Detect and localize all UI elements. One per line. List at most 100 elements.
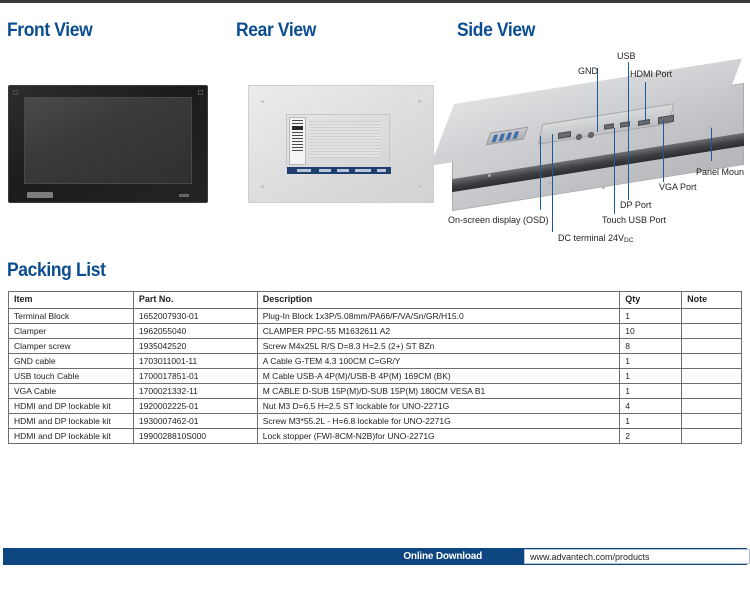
callout-label-vga: VGA Port — [659, 182, 697, 192]
cell-part-no: 1920002225-01 — [132, 398, 258, 414]
cell-item: GND cable — [8, 353, 134, 369]
callout-line-gnd — [597, 68, 598, 132]
top-divider — [0, 0, 750, 3]
cell-description: M CABLE D-SUB 15P(M)/D-SUB 15P(M) 180CM … — [256, 383, 621, 399]
packing-list-table: Item Part No. Description Qty Note Termi… — [8, 291, 742, 444]
cell-note — [681, 413, 742, 429]
product-label — [289, 117, 306, 165]
cell-part-no: 1962055040 — [132, 323, 258, 339]
front-view-heading: Front View — [7, 20, 93, 41]
cell-part-no: 1700021332-11 — [132, 383, 258, 399]
display-screen — [24, 97, 192, 184]
cell-qty: 4 — [619, 398, 683, 414]
column-header-item: Item — [8, 291, 134, 309]
mount-screw — [418, 185, 421, 188]
cell-item: HDMI and DP lockable kit — [8, 428, 134, 444]
callout-label-usb: USB — [617, 51, 636, 61]
cell-qty: 2 — [619, 428, 683, 444]
cell-item: Clamper — [8, 323, 134, 339]
cell-note — [681, 368, 742, 384]
cell-description: Screw M3*55.2L - H=6.8 lockable for UNO-… — [256, 413, 621, 429]
cell-part-no: 1652007930-01 — [132, 308, 258, 324]
table-header-row: Item Part No. Description Qty Note — [8, 291, 742, 309]
rear-view-heading: Rear View — [236, 20, 316, 41]
callout-label-dp: DP Port — [620, 200, 652, 210]
cell-qty: 1 — [619, 383, 683, 399]
callout-dc-text: DC terminal 24V — [558, 233, 625, 243]
column-header-description: Description — [256, 291, 621, 309]
cell-part-no: 1703011001-11 — [132, 353, 258, 369]
monitor-bezel — [8, 85, 208, 203]
callout-label-gnd: GND — [578, 66, 598, 76]
panel-mount-point — [602, 185, 605, 190]
side-view-product-image — [430, 58, 744, 212]
bezel-corner-mark — [13, 90, 18, 95]
callout-label-hdmi: HDMI Port — [630, 69, 673, 79]
cell-qty: 8 — [619, 338, 683, 354]
cell-qty: 1 — [619, 413, 683, 429]
mount-screw — [418, 100, 421, 103]
callout-line-usb — [628, 62, 629, 125]
mount-screw — [261, 100, 264, 103]
cell-qty: 10 — [619, 323, 683, 339]
cell-part-no: 1930007462-01 — [132, 413, 258, 429]
front-view-product-image — [8, 85, 208, 203]
cell-item: HDMI and DP lockable kit — [8, 398, 134, 414]
cell-description: Screw M4x25L R/S D=8.3 H=2.5 (2+) ST BZn — [256, 338, 621, 354]
cell-note — [681, 308, 742, 324]
cell-description: Plug-In Block 1x3P/5.08mm/PA66/F/VA/Sn/G… — [256, 308, 621, 324]
cell-note — [681, 383, 742, 399]
cell-description: M Cable USB-A 4P(M)/USB-B 4P(M) 169CM (B… — [256, 368, 621, 384]
callout-label-osd: On-screen display (OSD) — [448, 215, 549, 225]
cell-description: Nut M3 D=6.5 H=2.5 ST lockable for UNO-2… — [256, 398, 621, 414]
column-header-qty: Qty — [619, 291, 683, 309]
callout-line-panel-mount — [711, 128, 712, 161]
mount-screw — [261, 185, 264, 188]
callout-dc-subscript: DC — [624, 237, 634, 244]
callout-label-panel-mount: Panel Moun — [696, 167, 745, 177]
callout-line-touch-usb — [614, 128, 615, 214]
brand-logo — [27, 192, 53, 198]
cell-qty: 1 — [619, 353, 683, 369]
cell-part-no: 1700017851-01 — [132, 368, 258, 384]
cell-item: Clamper screw — [8, 338, 134, 354]
rear-chassis — [248, 85, 434, 203]
cell-note — [681, 428, 742, 444]
packing-list-heading: Packing List — [7, 260, 106, 281]
cell-qty: 1 — [619, 308, 683, 324]
column-header-part-no: Part No. — [132, 291, 258, 309]
callout-label-dc: DC terminal 24VDC — [558, 234, 633, 244]
cell-description: CLAMPER PPC-55 M1632611 A2 — [256, 323, 621, 339]
bezel-corner-mark — [198, 90, 203, 95]
cell-description: A Cable G-TEM 4.3 100CM C=GR/Y — [256, 353, 621, 369]
callout-line-dc — [552, 134, 553, 232]
io-port-strip — [287, 167, 391, 174]
cell-description: Lock stopper (FWI-8CM-N2B)for UNO-2271G — [256, 428, 621, 444]
callout-line-osd — [540, 136, 541, 210]
ventilation-grille — [309, 121, 381, 158]
cell-item: Terminal Block — [8, 308, 134, 324]
cell-note — [681, 353, 742, 369]
cell-note — [681, 323, 742, 339]
power-led — [179, 194, 189, 197]
cell-item: HDMI and DP lockable kit — [8, 413, 134, 429]
callout-label-touch-usb: Touch USB Port — [602, 215, 667, 225]
callout-line-dp — [628, 124, 629, 200]
cell-part-no: 1990028810S000 — [132, 428, 258, 444]
cell-item: USB touch Cable — [8, 368, 134, 384]
cell-note — [681, 338, 742, 354]
rear-cover-panel — [286, 114, 391, 174]
cell-qty: 1 — [619, 368, 683, 384]
cell-part-no: 1935042520 — [132, 338, 258, 354]
callout-line-hdmi — [645, 82, 646, 123]
footer-url-link[interactable]: www.advantech.com/products — [530, 552, 650, 562]
column-header-note: Note — [681, 291, 742, 309]
